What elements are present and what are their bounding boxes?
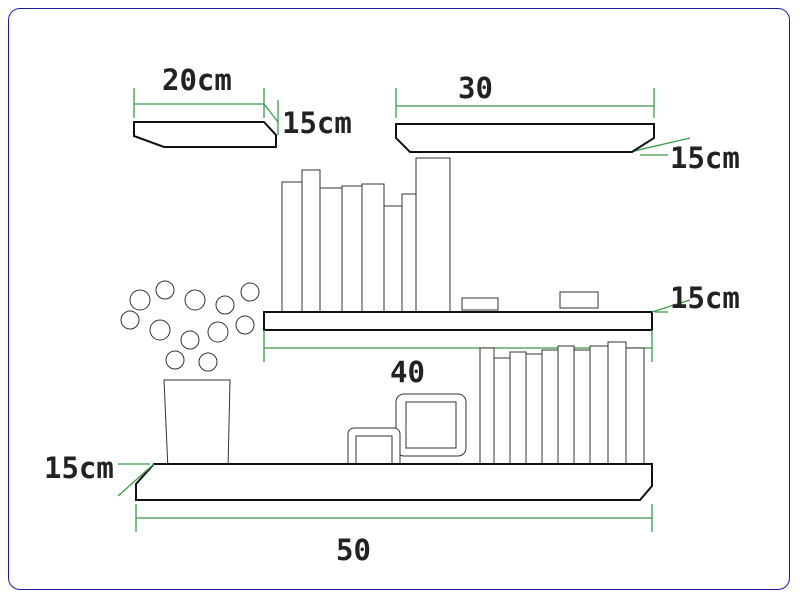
shelf-30: 30 15cm (395, 71, 740, 175)
books-upper (281, 157, 599, 315)
depth-label: 15cm (282, 106, 352, 140)
depth-label: 15cm (670, 141, 740, 175)
width-label: 20cm (162, 63, 232, 97)
width-label: 50 (336, 533, 371, 567)
depth-label: 15cm (670, 281, 740, 315)
vase-with-flowers (120, 280, 260, 471)
shelf-50: 50 15cm (44, 451, 653, 567)
picture-frames (347, 393, 467, 473)
shelf-40: 40 15cm (263, 281, 740, 389)
shelf-20cm: 20cm 15cm (133, 63, 352, 148)
image-frame (8, 8, 790, 590)
books-lower (479, 341, 645, 489)
width-label: 40 (390, 355, 425, 389)
depth-label: 15cm (44, 451, 114, 485)
width-label: 30 (458, 71, 493, 105)
